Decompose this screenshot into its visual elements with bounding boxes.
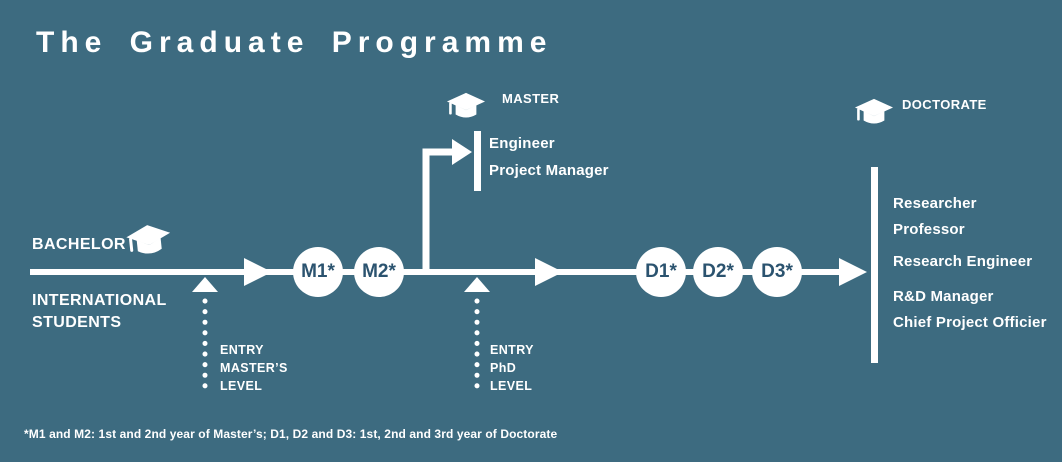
doctorate-graduation-cap-icon <box>854 98 894 130</box>
doctorate-outcome: Research Engineer <box>893 253 1033 270</box>
entry-phd-arrow-icon <box>464 277 490 292</box>
master-label: MASTER <box>502 91 560 106</box>
bachelor-graduation-cap-icon <box>124 222 174 264</box>
entry-masters-label-line: ENTRY <box>220 343 264 357</box>
master-outcome: Project Manager <box>489 162 609 179</box>
doctorate-terminal-bar <box>871 167 878 363</box>
entry-phd-label-line: PhD <box>490 361 517 375</box>
doctorate-outcome: Chief Project Officier <box>893 314 1047 331</box>
international-students-label: INTERNATIONAL STUDENTS <box>32 292 167 331</box>
master-terminal-bar <box>474 131 481 191</box>
footnote: *M1 and M2: 1st and 2nd year of Master’s… <box>24 427 558 441</box>
entry-masters-label-line: MASTER’S <box>220 361 288 375</box>
node-d3: D3* <box>752 247 802 297</box>
node-d1: D1* <box>636 247 686 297</box>
timeline-arrow-icon <box>839 258 867 286</box>
entry-masters-label-line: LEVEL <box>220 379 263 393</box>
master-branch-arrow-icon <box>452 139 472 165</box>
entry-phd-label-line: LEVEL <box>490 379 533 393</box>
doctorate-label: DOCTORATE <box>902 97 987 112</box>
timeline-arrow-icon <box>535 258 563 286</box>
master-graduation-cap-icon <box>446 92 486 124</box>
bachelor-label: BACHELOR <box>32 236 126 253</box>
node-m2: M2* <box>354 247 404 297</box>
node-d2: D2* <box>693 247 743 297</box>
timeline-arrow-icon <box>244 258 272 286</box>
node-m1: M1* <box>293 247 343 297</box>
entry-phd-label-line: ENTRY <box>490 343 534 357</box>
page-title: The Graduate Programme <box>36 26 553 59</box>
doctorate-outcome: R&D Manager <box>893 288 994 305</box>
master-outcome: Engineer <box>489 135 555 152</box>
master-branch-line <box>422 148 456 272</box>
doctorate-outcome: Researcher <box>893 195 977 212</box>
doctorate-outcome: Professor <box>893 221 965 238</box>
